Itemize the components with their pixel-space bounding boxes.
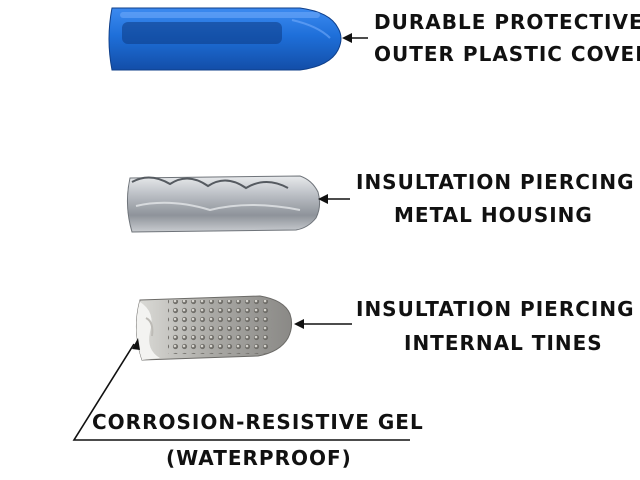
- gel-pointer-line: [72, 338, 410, 441]
- internal-tines-image: [136, 295, 293, 361]
- housing-pointer-line: [318, 194, 350, 204]
- plastic-cover-image: [108, 7, 342, 71]
- housing-label-line1: INSULTATION PIERCING: [356, 170, 635, 194]
- tines-label-line1: INSULTATION PIERCING: [356, 297, 635, 321]
- cover-label-line1: DURABLE PROTECTIVE: [374, 10, 640, 34]
- housing-label-line2: METAL HOUSING: [394, 203, 593, 227]
- gel-label-line2: (WATERPROOF): [166, 446, 352, 470]
- gel-label-line1: CORROSION-RESISTIVE GEL: [92, 410, 424, 434]
- tines-label-line2: INTERNAL TINES: [404, 331, 603, 355]
- cover-label-line2: OUTER PLASTIC COVER: [374, 42, 640, 66]
- tines-pointer-line: [294, 319, 352, 329]
- cover-pointer-line: [342, 33, 368, 43]
- metal-housing-image: [126, 175, 321, 233]
